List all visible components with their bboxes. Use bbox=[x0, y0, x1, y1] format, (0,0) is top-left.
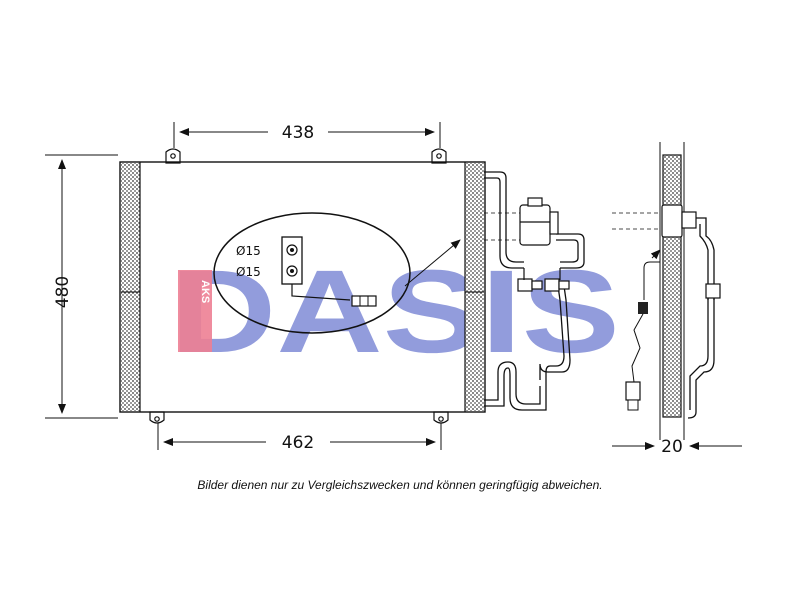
watermark: DASIS AKS bbox=[170, 246, 620, 378]
height-label: 480 bbox=[53, 276, 73, 308]
bottom-width-dimension bbox=[157, 420, 442, 450]
pipe-fittings bbox=[517, 197, 570, 292]
mounting-lugs bbox=[149, 148, 449, 424]
disclaimer-caption: Bilder dienen nur zu Vergleichszwecken u… bbox=[197, 478, 603, 492]
port-1-label: Ø15 bbox=[236, 244, 261, 258]
watermark-small-text: AKS bbox=[199, 280, 211, 303]
watermark-main-text: DASIS bbox=[170, 246, 620, 378]
side-sensor-upper bbox=[638, 302, 648, 314]
watermark-red-bar bbox=[178, 270, 212, 352]
height-dimension bbox=[45, 154, 118, 419]
port-detail-callout bbox=[213, 212, 461, 334]
right-tank bbox=[465, 163, 484, 411]
side-view bbox=[612, 142, 721, 440]
top-width-dimension bbox=[173, 122, 441, 148]
port-block bbox=[281, 236, 303, 285]
sensor-plug bbox=[351, 295, 377, 307]
port-2-label: Ø15 bbox=[236, 265, 261, 279]
top-width-label: 438 bbox=[282, 123, 314, 143]
left-tank bbox=[121, 163, 140, 411]
refrigerant-pipes bbox=[484, 171, 585, 411]
reference-lines bbox=[484, 212, 520, 241]
side-sensor-lower bbox=[625, 381, 641, 401]
bottom-width-label: 462 bbox=[282, 433, 314, 453]
condenser-core bbox=[119, 161, 486, 413]
depth-label: 20 bbox=[661, 437, 683, 457]
